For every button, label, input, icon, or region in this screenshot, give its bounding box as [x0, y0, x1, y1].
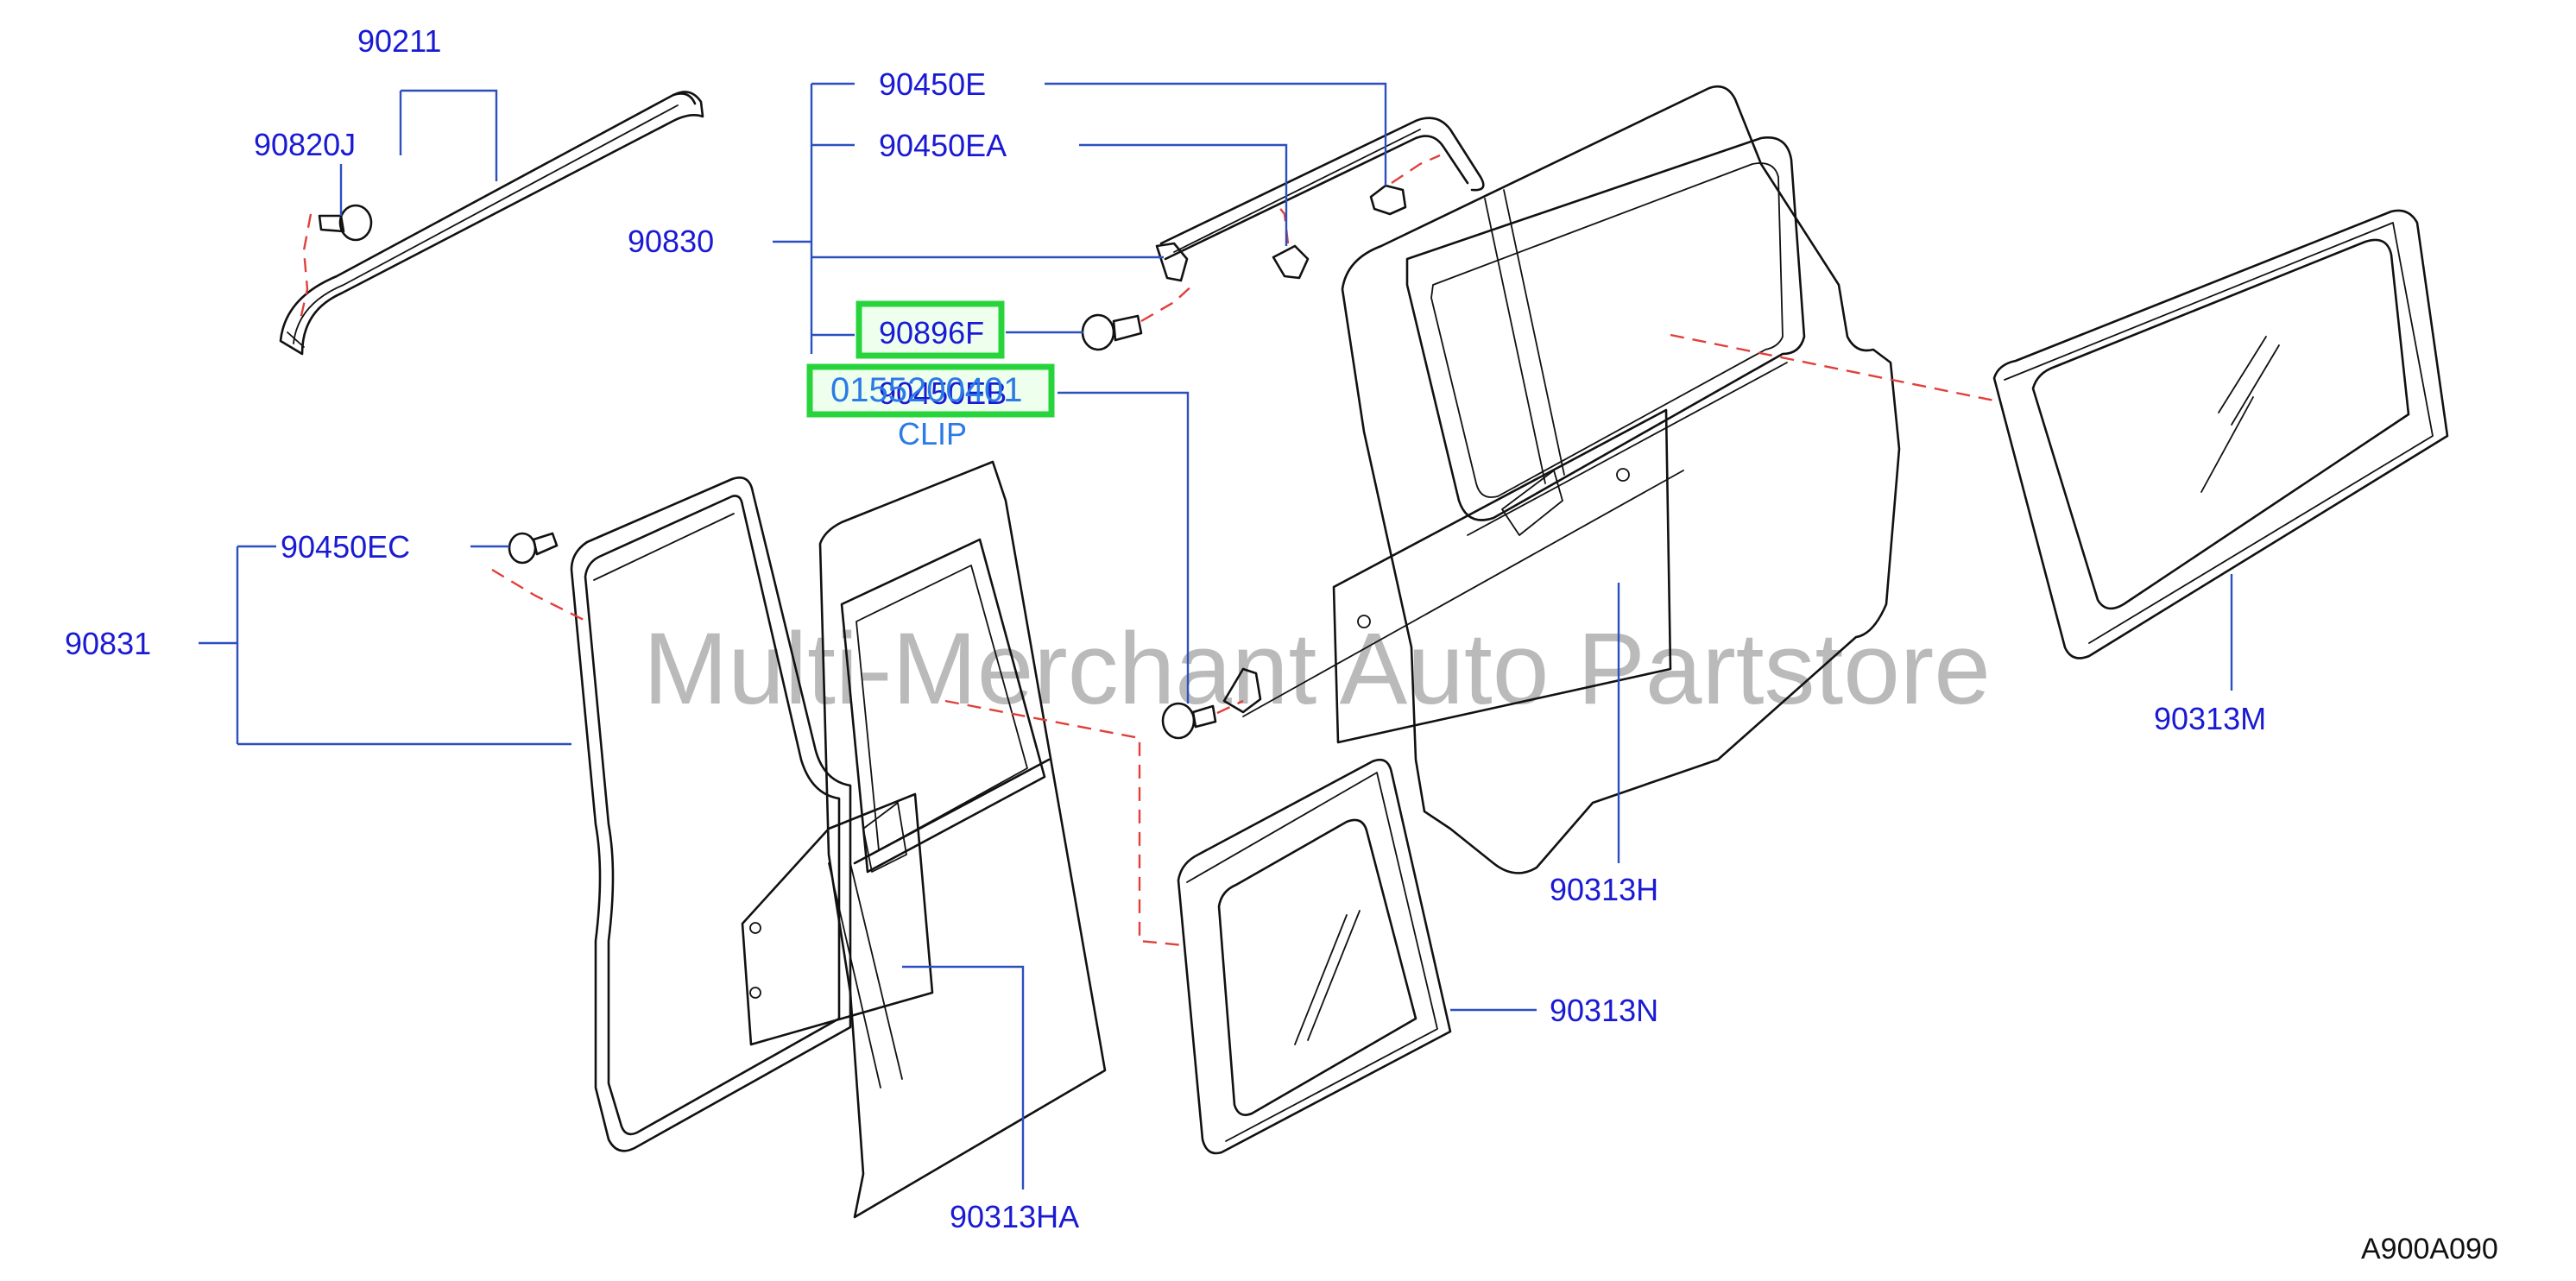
door-glass-90313N-drawing — [1177, 758, 1452, 1155]
label-90313N[interactable]: 90313N — [1550, 993, 1658, 1028]
label-90830[interactable]: 90830 — [628, 224, 714, 259]
highlight-box-clip[interactable] — [806, 363, 1055, 418]
quarter-glass-90313M-drawing — [1992, 209, 2449, 659]
highlight-box-90896F[interactable] — [856, 300, 1005, 359]
highlight-part-name[interactable]: CLIP — [898, 416, 967, 451]
label-90831[interactable]: 90831 — [65, 626, 151, 661]
clip-90820J-drawing — [318, 204, 373, 242]
label-90450EC[interactable]: 90450EC — [281, 529, 410, 565]
label-90450EB[interactable]: 90450EB — [879, 375, 1007, 411]
connector-90450EC — [491, 568, 588, 623]
clip-90450EA-drawing — [1272, 244, 1310, 280]
clip-90450EC-drawing — [508, 532, 559, 565]
label-90450EA[interactable]: 90450EA — [879, 128, 1007, 163]
label-90313HA[interactable]: 90313HA — [950, 1199, 1079, 1234]
leader-lines — [199, 82, 2233, 1190]
connector-90450E — [1391, 154, 1441, 184]
rear-door-drawing — [1242, 85, 1901, 874]
clip-90450E-drawing — [1369, 184, 1407, 216]
label-90313M[interactable]: 90313M — [2154, 701, 2266, 736]
weatherstrip-90831-drawing — [570, 476, 852, 1152]
diagram-reference-code: A900A090 — [2361, 1233, 2498, 1265]
label-90313H[interactable]: 90313H — [1550, 872, 1658, 907]
connector-90313N — [944, 699, 1184, 947]
connector-90820J — [299, 213, 313, 320]
watermark-text: Multi-Merchant Auto Partstore — [643, 612, 1991, 726]
front-door-90313HA-drawing — [741, 460, 1107, 1219]
clip-90896F-drawing — [1081, 313, 1143, 351]
clip-90450EB-drawing — [1161, 667, 1262, 740]
label-90450E[interactable]: 90450E — [879, 66, 986, 102]
connector-90896F — [1140, 284, 1194, 323]
connector-90313M — [1670, 333, 1999, 403]
label-90896F[interactable]: 90896F — [879, 315, 984, 350]
connector-90450EB — [1216, 699, 1244, 715]
label-90820J[interactable]: 90820J — [254, 127, 356, 162]
label-90211[interactable]: 90211 — [357, 23, 441, 59]
door-molding-90830-drawing — [1155, 117, 1485, 282]
highlight-part-number[interactable]: 0155200401 — [830, 371, 1022, 409]
